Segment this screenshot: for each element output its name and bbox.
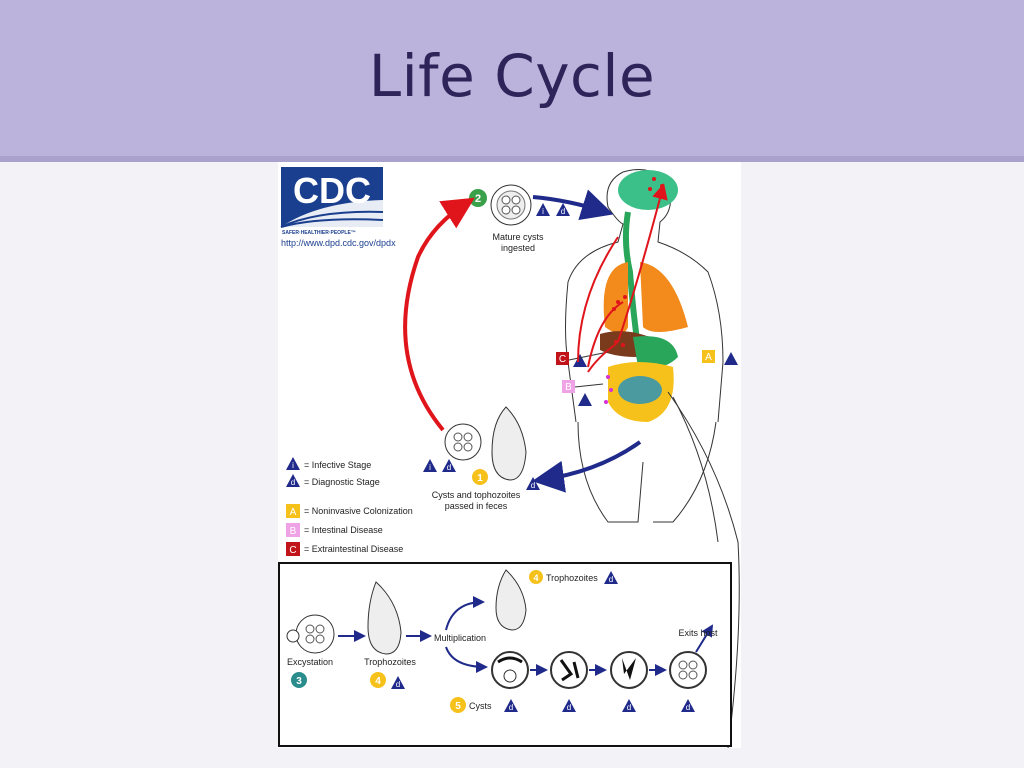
stomach-icon bbox=[633, 336, 678, 369]
stage-4-badge bbox=[370, 672, 386, 688]
svg-text:d: d bbox=[509, 703, 513, 712]
stage-5-number: 5 bbox=[455, 701, 461, 712]
stage-1-label-line2: passed in feces bbox=[445, 501, 508, 511]
marker-b-diagnostic-icon bbox=[578, 393, 592, 406]
esophagus-icon bbox=[622, 211, 641, 348]
transmission-arrow bbox=[403, 197, 475, 432]
stage-2-label-line2: ingested bbox=[501, 243, 535, 253]
legend-diagnostic-label: = Diagnostic Stage bbox=[304, 477, 380, 487]
svg-text:d: d bbox=[627, 703, 631, 712]
small-intestine-icon bbox=[618, 376, 662, 404]
stage-4-number: 4 bbox=[375, 676, 381, 687]
cdc-logo: CDC SAFER·HEALTHIER·PEOPLE™ bbox=[280, 167, 384, 236]
marker-c-label: C bbox=[559, 354, 566, 365]
stage-3-badge bbox=[291, 672, 307, 688]
cyst-stage-1-icon bbox=[491, 651, 529, 689]
trophozoites-top-diagnostic-icon bbox=[604, 571, 618, 584]
legend-c-label: = Extraintestinal Disease bbox=[304, 544, 403, 554]
stage-1-infective-icon bbox=[423, 459, 437, 472]
stage-1-diagnostic-icon bbox=[442, 459, 456, 472]
multiplication-label: Multiplication bbox=[434, 633, 486, 643]
legend-diagnostic-symbol: d bbox=[291, 478, 295, 487]
passed-trophozoite-icon bbox=[491, 406, 527, 481]
stage-2-number: 2 bbox=[475, 193, 481, 205]
slide-title: Life Cycle bbox=[368, 42, 656, 110]
legend-infective-symbol: i bbox=[292, 461, 294, 470]
trophozoites-diagnostic-icon bbox=[391, 676, 405, 689]
legend-infective-label: = Infective Stage bbox=[304, 460, 371, 470]
cysts-diagnostic-icon-1 bbox=[504, 699, 518, 712]
stage-2-infective-icon bbox=[536, 203, 550, 216]
lung-left-icon bbox=[603, 262, 628, 334]
stage-2-label-line1: Mature cysts bbox=[492, 232, 544, 242]
excystation-label: Excystation bbox=[287, 657, 333, 667]
stage-3-number: 3 bbox=[296, 676, 302, 687]
svg-text:d: d bbox=[686, 703, 690, 712]
legend-a-symbol: A bbox=[290, 507, 297, 518]
legend-b-symbol: B bbox=[290, 526, 297, 537]
legend: i = Infective Stage d = Diagnostic Stage… bbox=[286, 457, 413, 556]
cyst-stage-3-icon bbox=[610, 651, 648, 689]
svg-text:i: i bbox=[542, 207, 544, 216]
mature-cyst-icon bbox=[490, 184, 532, 226]
lung-right-icon bbox=[640, 262, 688, 332]
legend-b-label: = Intestinal Disease bbox=[304, 525, 383, 535]
svg-text:d: d bbox=[609, 575, 613, 584]
brain-icon bbox=[618, 170, 678, 210]
exits-host-label: Exits host bbox=[678, 628, 718, 638]
legend-diagnostic-icon bbox=[286, 474, 300, 487]
marker-c-diagnostic-icon bbox=[573, 354, 587, 367]
svg-text:d: d bbox=[396, 680, 400, 689]
marker-c-badge bbox=[556, 352, 569, 365]
cysts-label: Cysts bbox=[469, 701, 492, 711]
stage-2-diagnostic-icon bbox=[556, 203, 570, 216]
legend-infective-icon bbox=[286, 457, 300, 470]
stage-4-top-badge bbox=[529, 570, 543, 584]
marker-a-badge bbox=[702, 350, 715, 363]
svg-text:d: d bbox=[447, 463, 451, 472]
legend-c-badge bbox=[286, 542, 300, 556]
marker-b-badge bbox=[562, 380, 575, 393]
svg-text:d: d bbox=[531, 481, 535, 490]
svg-text:i: i bbox=[429, 463, 431, 472]
cyst-stage-2-icon bbox=[550, 651, 588, 689]
marker-a-label: A bbox=[705, 352, 712, 363]
life-cycle-figure: CDC SAFER·HEALTHIER·PEOPLE™ http://www.d… bbox=[278, 162, 741, 749]
stage-5-badge bbox=[450, 697, 466, 713]
stage-1-label-line1: Cysts and tophozoites bbox=[432, 490, 521, 500]
legend-c-symbol: C bbox=[289, 545, 296, 556]
stage-1-number: 1 bbox=[477, 473, 483, 484]
cdc-logo-text: CDC bbox=[293, 170, 371, 211]
legend-a-label: = Noninvasive Colonization bbox=[304, 506, 413, 516]
trophozoite-top-icon bbox=[495, 569, 527, 631]
cysts-diagnostic-icon-2 bbox=[562, 699, 576, 712]
trophozoite-icon bbox=[367, 581, 402, 655]
stage-4-top-number: 4 bbox=[533, 573, 538, 583]
excretion-arrow bbox=[532, 440, 642, 493]
cdc-tagline: SAFER·HEALTHIER·PEOPLE™ bbox=[282, 230, 356, 236]
legend-b-badge bbox=[286, 523, 300, 537]
trophozoites-top-label: Trophozoites bbox=[546, 573, 598, 583]
ingestion-arrow bbox=[532, 189, 614, 221]
svg-text:d: d bbox=[561, 207, 565, 216]
cysts-diagnostic-icon-3 bbox=[622, 699, 636, 712]
legend-a-badge bbox=[286, 504, 300, 518]
passed-cyst-icon bbox=[444, 423, 482, 461]
cdc-url: http://www.dpd.cdc.gov/dpdx bbox=[281, 238, 396, 248]
inset-panel: Excystation 3 Trophozoites 4 d Multiplic… bbox=[278, 562, 732, 747]
marker-b-label: B bbox=[565, 382, 572, 393]
excystation-cyst-icon bbox=[295, 614, 335, 654]
slide-header: Life Cycle bbox=[0, 0, 1024, 162]
stage-1-badge bbox=[472, 469, 488, 485]
cyst-stage-4-icon bbox=[669, 651, 707, 689]
cysts-diagnostic-icon-4 bbox=[681, 699, 695, 712]
svg-text:d: d bbox=[567, 703, 571, 712]
trophozoites-label: Trophozoites bbox=[364, 657, 416, 667]
marker-a-diagnostic-icon bbox=[724, 352, 738, 365]
